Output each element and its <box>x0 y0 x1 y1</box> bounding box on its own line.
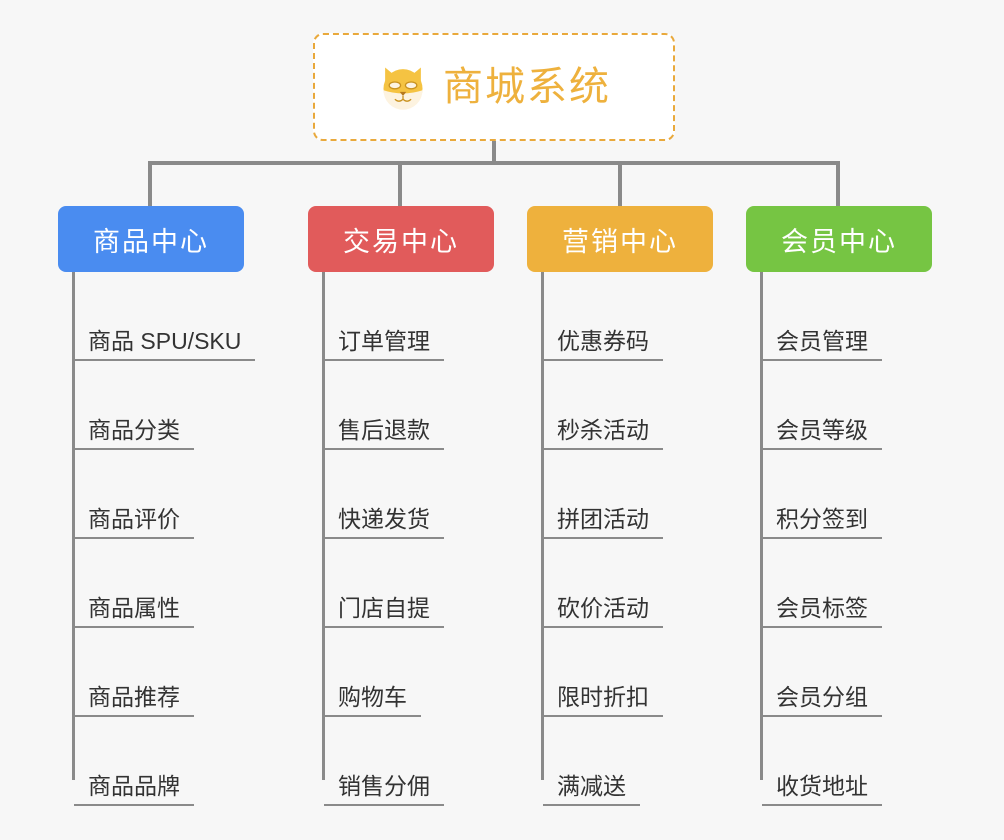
branch-items-2: 订单管理 售后退款 快递发货 门店自提 购物车 销售分佣 <box>322 272 494 806</box>
leaf-item[interactable]: 会员管理 <box>760 272 932 361</box>
branch-header-1[interactable]: 商品中心 <box>58 206 244 272</box>
leaf-label: 购物车 <box>324 684 421 717</box>
leaf-item[interactable]: 门店自提 <box>322 539 494 628</box>
leaf-label: 订单管理 <box>324 328 444 361</box>
connector-root-stem <box>492 141 496 165</box>
leaf-item[interactable]: 限时折扣 <box>541 628 713 717</box>
branch-header-2[interactable]: 交易中心 <box>308 206 494 272</box>
leaf-label: 收货地址 <box>762 773 882 806</box>
branch-column-4: 会员中心 会员管理 会员等级 积分签到 会员标签 会员分组 收货地址 <box>746 206 932 806</box>
leaf-item[interactable]: 购物车 <box>322 628 494 717</box>
leaf-item[interactable]: 满减送 <box>541 717 713 806</box>
shiba-dog-emoji <box>383 67 423 110</box>
leaf-label: 会员等级 <box>762 417 882 450</box>
connector-drop-1 <box>148 161 152 206</box>
branch-items-4: 会员管理 会员等级 积分签到 会员标签 会员分组 收货地址 <box>760 272 932 806</box>
connector-drop-3 <box>618 161 622 206</box>
leaf-label: 门店自提 <box>324 595 444 628</box>
connector-drop-2 <box>398 161 402 206</box>
connector-horizontal-bus <box>148 161 840 165</box>
branch-spine-2 <box>322 272 325 780</box>
leaf-item[interactable]: 砍价活动 <box>541 539 713 628</box>
leaf-item[interactable]: 积分签到 <box>760 450 932 539</box>
leaf-label: 商品评价 <box>74 506 194 539</box>
branch-column-2: 交易中心 订单管理 售后退款 快递发货 门店自提 购物车 销售分佣 <box>308 206 494 806</box>
leaf-label: 会员分组 <box>762 684 882 717</box>
branch-header-4[interactable]: 会员中心 <box>746 206 932 272</box>
leaf-item[interactable]: 快递发货 <box>322 450 494 539</box>
leaf-label: 商品推荐 <box>74 684 194 717</box>
leaf-label: 积分签到 <box>762 506 882 539</box>
branch-items-3: 优惠券码 秒杀活动 拼团活动 砍价活动 限时折扣 满减送 <box>541 272 713 806</box>
leaf-item[interactable]: 会员等级 <box>760 361 932 450</box>
leaf-item[interactable]: 销售分佣 <box>322 717 494 806</box>
leaf-item[interactable]: 商品 SPU/SKU <box>72 272 256 361</box>
leaf-label: 砍价活动 <box>543 595 663 628</box>
leaf-item[interactable]: 秒杀活动 <box>541 361 713 450</box>
leaf-label: 会员标签 <box>762 595 882 628</box>
leaf-label: 满减送 <box>543 773 640 806</box>
leaf-label: 销售分佣 <box>324 773 444 806</box>
leaf-item[interactable]: 优惠券码 <box>541 272 713 361</box>
root-node[interactable]: 商城系统 <box>313 33 675 141</box>
branch-spine-4 <box>760 272 763 780</box>
branch-spine-3 <box>541 272 544 780</box>
leaf-label: 商品属性 <box>74 595 194 628</box>
leaf-item[interactable]: 商品评价 <box>72 450 244 539</box>
root-title: 商城系统 <box>443 65 611 109</box>
branch-column-3: 营销中心 优惠券码 秒杀活动 拼团活动 砍价活动 限时折扣 满减送 <box>527 206 713 806</box>
leaf-label: 售后退款 <box>324 417 444 450</box>
leaf-item[interactable]: 会员标签 <box>760 539 932 628</box>
leaf-label: 商品分类 <box>74 417 194 450</box>
leaf-label: 会员管理 <box>762 328 882 361</box>
leaf-item[interactable]: 拼团活动 <box>541 450 713 539</box>
leaf-item[interactable]: 商品属性 <box>72 539 244 628</box>
leaf-label: 优惠券码 <box>543 328 663 361</box>
branch-items-1: 商品 SPU/SKU 商品分类 商品评价 商品属性 商品推荐 商品品牌 <box>72 272 256 806</box>
leaf-item[interactable]: 订单管理 <box>322 272 494 361</box>
leaf-label: 商品品牌 <box>74 773 194 806</box>
leaf-label: 秒杀活动 <box>543 417 663 450</box>
leaf-label: 商品 SPU/SKU <box>74 328 256 361</box>
branch-header-3[interactable]: 营销中心 <box>527 206 713 272</box>
leaf-item[interactable]: 收货地址 <box>760 717 932 806</box>
leaf-item[interactable]: 商品分类 <box>72 361 244 450</box>
branch-spine-1 <box>72 272 75 780</box>
leaf-item[interactable]: 商品推荐 <box>72 628 244 717</box>
connector-drop-4 <box>836 161 840 206</box>
leaf-label: 快递发货 <box>324 506 444 539</box>
leaf-item[interactable]: 会员分组 <box>760 628 932 717</box>
leaf-label: 限时折扣 <box>543 684 663 717</box>
branch-column-1: 商品中心 商品 SPU/SKU 商品分类 商品评价 商品属性 商品推荐 商品品牌 <box>58 206 256 806</box>
leaf-label: 拼团活动 <box>543 506 663 539</box>
leaf-item[interactable]: 商品品牌 <box>72 717 244 806</box>
leaf-item[interactable]: 售后退款 <box>322 361 494 450</box>
